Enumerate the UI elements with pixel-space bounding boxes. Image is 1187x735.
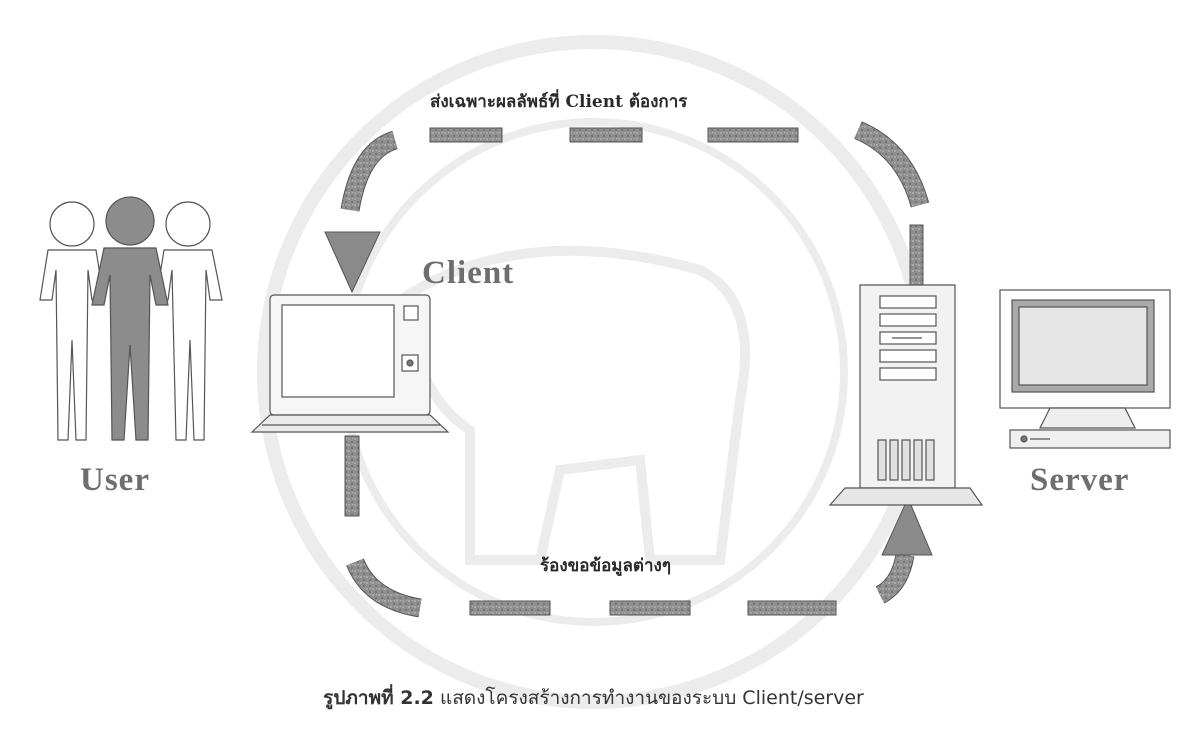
- caption-text: แสดงโครงสร้างการทำงานของระบบ Client/serv…: [440, 687, 864, 709]
- caption-number: รูปภาพที่ 2.2: [323, 687, 434, 709]
- monitor-icon: [1000, 290, 1170, 448]
- server-tower-icon: [830, 285, 982, 505]
- user-group-icon: [40, 197, 222, 440]
- client-label: Client: [422, 255, 514, 292]
- laptop-icon: [252, 295, 448, 432]
- server-label: Server: [1030, 462, 1129, 499]
- figure-caption: รูปภาพที่ 2.2 แสดงโครงสร้างการทำงานของระ…: [0, 683, 1187, 713]
- bottom-flow-label: ร้องขอข้อมูลต่างๆ: [540, 552, 671, 579]
- user-label: User: [80, 462, 150, 499]
- top-flow-label: ส่งเฉพาะผลลัพธ์ที่ Client ต้องการ: [430, 88, 687, 115]
